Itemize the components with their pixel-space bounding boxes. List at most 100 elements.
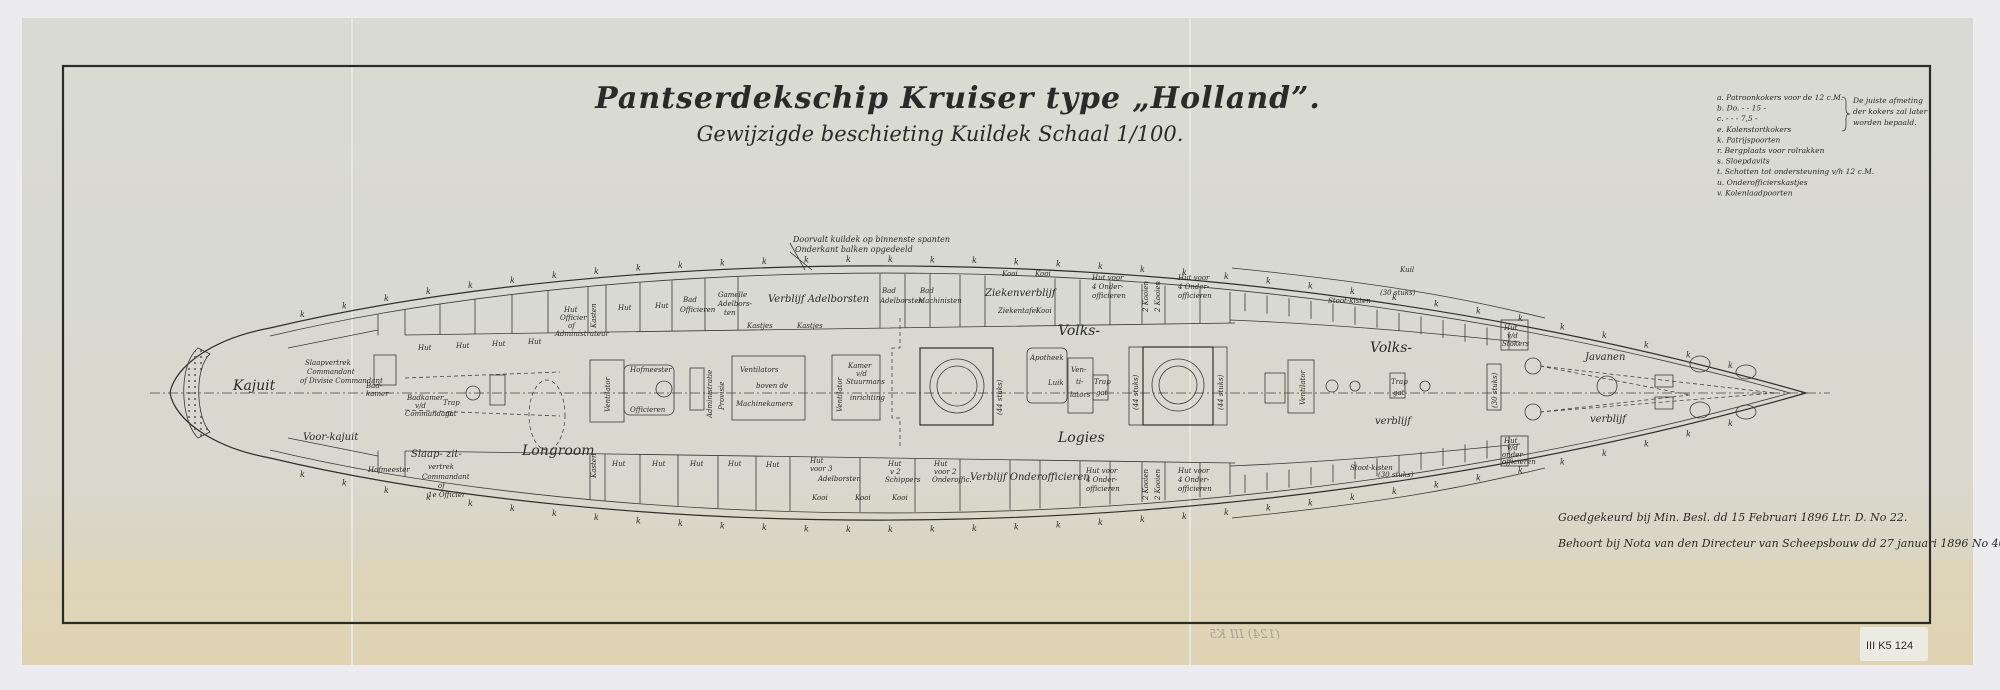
porthole-mark: k [1560,458,1565,467]
paper [22,18,1973,665]
porthole-mark: k [1476,473,1481,482]
legend-note-1: De juiste afmeting [1852,96,1923,105]
label-ventilatoren-small: Ven- [1071,366,1087,374]
label-stuks30: (30 stuks) [1491,372,1499,408]
label-kamer-stuurman: v/d [856,370,867,378]
stair-edge [891,318,901,448]
label-volks-2: Volks- [1370,340,1412,356]
label-stuks30: (30 stuks) [1378,471,1414,479]
label-logies: Logies [1057,430,1105,446]
label-twee-kooien: 2 Kooien [1154,468,1162,501]
legend-item: c. - - - 7,5 - [1717,114,1758,123]
hawse-pipe [1735,364,1757,380]
porthole-mark: k [1140,265,1145,274]
porthole-mark: k [1434,299,1439,308]
label-stuks44: (44 stuks) [1132,374,1140,410]
label-hut: Hut [651,460,666,468]
label-verblijf-onderoff: Verblijf Onderofficieren [970,472,1090,483]
porthole-mark: k [1266,277,1271,286]
porthole-mark: k [1392,487,1397,496]
label-hut-schippers: Schippers [885,476,921,484]
porthole-mark: k [678,261,683,270]
annotation-line-2: Onderkant balken opgedeeld [795,245,913,254]
label-twee-kooien: 2 Kooien [1142,468,1150,501]
label-hut: Hut [689,460,704,468]
label-slaap-zit: Slaap- zit- [411,449,462,460]
porthole-mark: k [720,521,725,530]
porthole-mark: k [342,302,347,311]
label-bad-officieren: Officieren [680,306,716,314]
label-slaap-cdt: Slaapvertrek [305,359,351,367]
porthole-mark: k [1056,521,1061,530]
porthole-mark: k [426,287,431,296]
label-ziekenverblijf: Ziekenverblijf [984,288,1058,299]
label-hut-stokers: Stokers [1502,340,1530,348]
label-hut: Hut [527,338,542,346]
legend: a. Patroonkokers voor de 12 c.M. b. Do. -… [1717,93,1874,197]
label-kasten: Kasten [590,303,598,329]
hull-outline [169,265,1809,521]
belongs-note: Behoort bij Nota van den Directeur van S… [1557,537,2000,550]
porthole-mark: k [888,255,893,264]
label-ventilators-mk: Machinekamers [735,400,793,408]
porthole-mark: k [1098,518,1103,527]
porthole-mark: k [1308,281,1313,290]
label-volks-1: Volks- [1058,323,1100,339]
label-hut-onderoff: Hut [933,460,948,468]
stokers-locker [1486,363,1502,411]
label-ventilators-mk: Ventilators [740,366,779,374]
label-verblijf-adelborsten: Verblijf Adelborsten [768,294,869,305]
porthole-mark: k [426,493,431,502]
wall [1229,319,1521,467]
legend-item: v. Kolenlaadpoorten [1717,188,1793,197]
label-hut-4-onder: Hut voor [1177,467,1210,475]
label-hut-4-onder: 4 Onder- [1177,476,1210,484]
label-gamelle: ten [724,309,736,317]
porthole-mark: k [468,499,473,508]
label-kooi: Kooi [1034,270,1051,278]
mast [655,380,673,398]
legend-item: b. Do. - - 15 - [1717,104,1766,113]
label-hut-4-onder: 4 Onder- [1177,283,1210,291]
label-trapgat: gat [445,410,457,418]
stair [689,367,705,411]
porthole-mark: k [1728,361,1733,370]
legend-bracket [1841,96,1851,132]
label-ventilatoren-small: ti- [1076,378,1084,386]
porthole-mark: k [1728,419,1733,428]
hawse-pipe [1689,401,1711,419]
label-bad-officieren: Bad [682,296,697,304]
label-hut-onderoff2: onder- [1502,451,1526,459]
hut-stokers [1500,319,1529,351]
porthole-mark: k [1014,522,1019,531]
legend-item: u. Onderofficierskastjes [1717,178,1808,187]
label-hut-3-adelb: Hut [809,457,824,465]
stern-armor [183,347,211,439]
porthole-mark: k [804,256,809,265]
label-stootkisten: Stoot-kisten [1350,464,1393,472]
legend-item: a. Patroonkokers voor de 12 c.M. [1717,93,1843,102]
porthole-mark: k [846,525,851,534]
label-hut: Hut [617,304,632,312]
label-badkamer: Bad- [365,382,383,390]
hatch-ring [1151,358,1205,412]
annotation-line-1: Doorvalt kuildek op binnenste spanten [792,235,950,244]
porthole-mark: k [846,255,851,264]
label-gamelle: Adelbors- [717,300,753,308]
ammo-hoist-a [1419,380,1431,392]
porthole-mark: k [1644,340,1649,349]
porthole-mark: k [594,513,599,522]
porthole-mark: k [1560,322,1565,331]
porthole-mark: k [1266,503,1271,512]
label-hut-4-onder: Hut voor [1177,274,1210,282]
legend-note-3: worden bepaald. [1853,118,1917,127]
label-stuks44: (44 stuks) [1217,374,1225,410]
label-slaap-cdt: Commandant [307,368,355,376]
label-hut-4-onder: Hut voor [1085,467,1118,475]
capstan [1596,375,1618,397]
label-hut-4-onder: Hut voor [1091,274,1124,282]
title-line-2: Gewijzigde beschieting Kuildek Schaal 1/… [697,122,1184,146]
label-stuks44: (44 stuks) [996,379,1004,415]
label-ventilator: Ventilator [836,376,844,412]
